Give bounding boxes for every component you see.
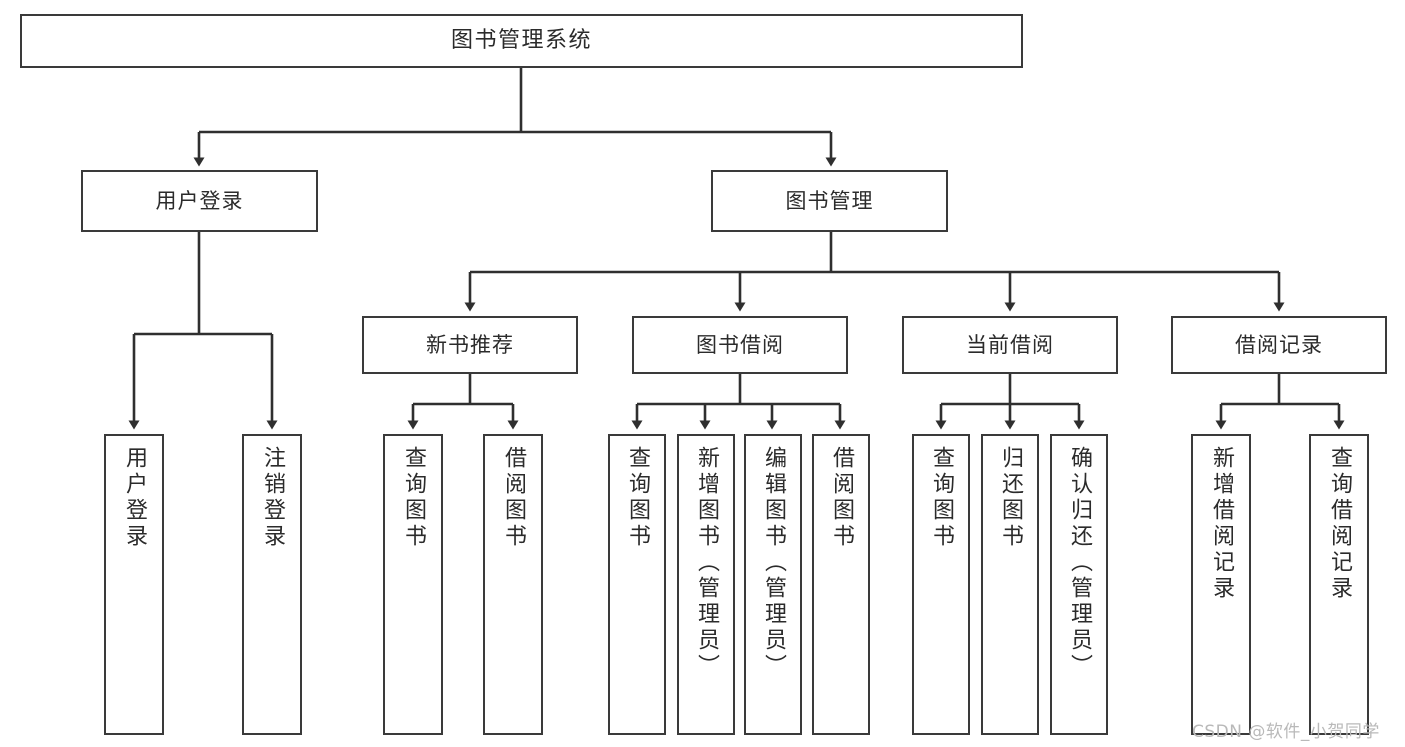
node-label: 查询图书 xyxy=(929,446,954,550)
csdn-watermark: CSDN @软件_小贺同学 xyxy=(1192,722,1380,742)
leaf-user-login-login[interactable]: 用户登录 xyxy=(104,434,164,735)
node-root-book-management-system[interactable]: 图书管理系统 xyxy=(20,14,1023,68)
node-label: 查询图书 xyxy=(401,446,426,550)
leaf-current-borrow-query-book[interactable]: 查询图书 xyxy=(912,434,970,735)
leaf-new-book-borrow-book[interactable]: 借阅图书 xyxy=(483,434,543,735)
leaf-new-book-query-book[interactable]: 查询图书 xyxy=(383,434,443,735)
node-label: 图书管理系统 xyxy=(450,28,592,54)
node-new-book-recommend[interactable]: 新书推荐 xyxy=(362,316,578,374)
node-label: 用户登录 xyxy=(122,446,147,550)
node-label: 图书管理 xyxy=(785,188,874,213)
node-label: 查询借阅记录 xyxy=(1327,446,1352,602)
node-label: 归还图书 xyxy=(998,446,1023,550)
node-label: 编辑图书（管理员） xyxy=(761,446,786,680)
node-label: 借阅图书 xyxy=(829,446,854,550)
node-label: 注销登录 xyxy=(260,446,285,550)
node-label: 当前借阅 xyxy=(966,332,1054,357)
node-label: 用户登录 xyxy=(155,188,244,213)
leaf-book-borrow-borrow-book[interactable]: 借阅图书 xyxy=(812,434,870,735)
node-label: 新增图书（管理员） xyxy=(694,446,719,680)
node-book-borrow[interactable]: 图书借阅 xyxy=(632,316,848,374)
node-label: 图书借阅 xyxy=(696,332,784,357)
leaf-borrow-record-query-record[interactable]: 查询借阅记录 xyxy=(1309,434,1369,735)
leaf-book-borrow-query-book[interactable]: 查询图书 xyxy=(608,434,666,735)
leaf-borrow-record-add-record[interactable]: 新增借阅记录 xyxy=(1191,434,1251,735)
leaf-current-borrow-return-book[interactable]: 归还图书 xyxy=(981,434,1039,735)
node-user-login[interactable]: 用户登录 xyxy=(81,170,318,232)
node-label: 查询图书 xyxy=(625,446,650,550)
node-label: 新书推荐 xyxy=(426,332,514,357)
node-book-management[interactable]: 图书管理 xyxy=(711,170,948,232)
leaf-book-borrow-edit-book-admin[interactable]: 编辑图书（管理员） xyxy=(744,434,802,735)
node-current-borrow[interactable]: 当前借阅 xyxy=(902,316,1118,374)
node-label: 借阅记录 xyxy=(1235,332,1323,357)
node-label: 借阅图书 xyxy=(501,446,526,550)
leaf-current-borrow-confirm-return-admin[interactable]: 确认归还（管理员） xyxy=(1050,434,1108,735)
node-borrow-record[interactable]: 借阅记录 xyxy=(1171,316,1387,374)
node-label: 新增借阅记录 xyxy=(1209,446,1234,602)
leaf-user-login-logout[interactable]: 注销登录 xyxy=(242,434,302,735)
node-label: 确认归还（管理员） xyxy=(1067,446,1092,680)
leaf-book-borrow-add-book-admin[interactable]: 新增图书（管理员） xyxy=(677,434,735,735)
